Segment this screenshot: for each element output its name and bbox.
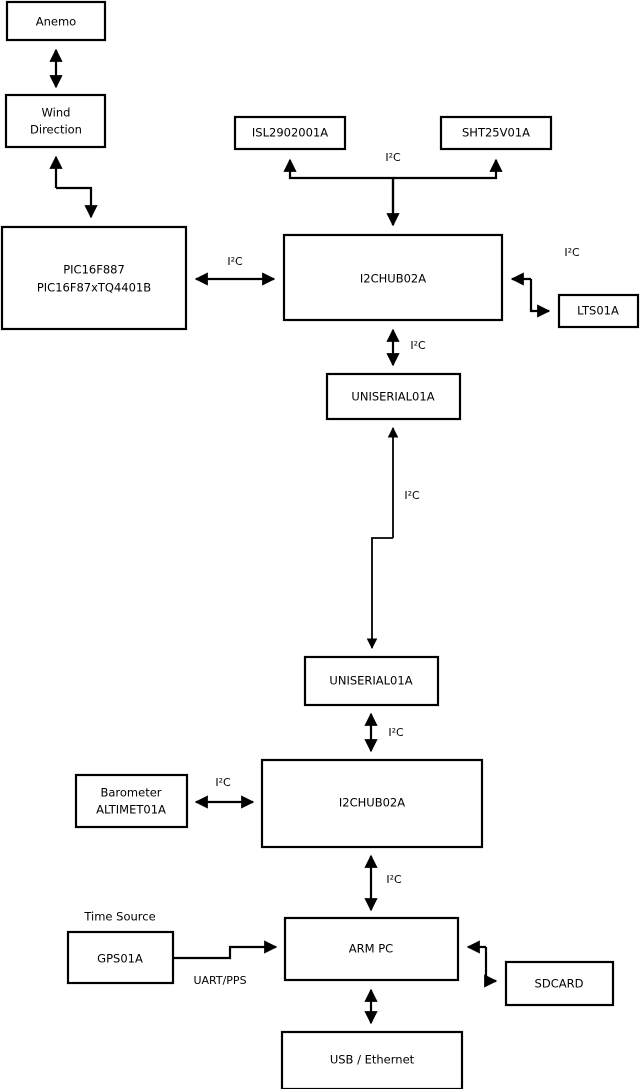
node-sht25v01a-box[interactable] [439,115,553,151]
edge-armpc-sdcard [466,940,498,988]
node-sdcard-box[interactable] [504,960,615,1007]
node-wind-direction-label-line2: Direction [30,123,82,137]
node-wind-direction[interactable]: Wind Direction [4,93,107,149]
node-sdcard-label: SDCARD [535,977,584,991]
node-i2chub02a-bottom-box[interactable] [260,758,484,849]
edge-hub-isl-sht: I²C [283,151,503,227]
edge-uniserial-down [366,537,393,650]
edge-armpc-sdcard-out [484,947,498,988]
node-anemo-label: Anemo [36,15,76,29]
node-gps01a[interactable]: GPS01A [66,930,175,985]
edge-gps-armpc-line [173,940,278,960]
node-barometer-box[interactable] [74,773,189,829]
edge-label-uniserial-uniserial: I²C [404,489,420,502]
node-uniserial01a-top-label: UNISERIAL01A [351,390,434,404]
edge-hub-lts: I²C [510,246,580,318]
node-i2chub02a-top-label: I2CHUB02A [360,272,426,286]
edge-label-pic-hub: I²C [227,255,243,268]
edge-barometer-hub2: I²C [194,776,255,809]
node-pic[interactable]: PIC16F887 PIC16F87xTQ4401B [0,225,188,331]
node-lts01a-label: LTS01A [577,304,619,318]
edge-hub2-armpc: I²C [364,854,402,912]
node-usb-ethernet[interactable]: USB / Ethernet [280,1030,464,1089]
node-gps01a-label: GPS01A [97,952,143,966]
node-sht25v01a-label: SHT25V01A [462,126,530,140]
node-isl2902001a-label: ISL2902001A [252,126,328,140]
node-isl2902001a-box[interactable] [233,115,347,151]
edge-hub-sht-branch [393,158,503,180]
edge-hub-isl-branch [283,158,395,225]
edge-label-uniserial-hub2: I²C [388,726,404,739]
node-barometer-label-line2: ALTIMET01A [96,803,166,817]
edge-label-barometer-hub2: I²C [215,776,231,789]
node-barometer-label-line1: Barometer [100,786,161,800]
node-gps01a-box[interactable] [66,930,175,985]
edge-label-hub-isl-sht: I²C [385,151,401,164]
edge-wind-pic [49,155,98,219]
edge-wind-pic-down [56,186,98,219]
node-uniserial01a-top[interactable]: UNISERIAL01A [325,372,462,421]
node-isl2902001a[interactable]: ISL2902001A [233,115,347,151]
node-uniserial01a-bottom[interactable]: UNISERIAL01A [303,655,440,707]
edge-label-hub-uniserial: I²C [410,339,426,352]
edge-uniserial-hub2: I²C [364,712,404,753]
edge-uniserial-uniserial: I²C [366,426,420,650]
node-arm-pc[interactable]: ARM PC [283,916,460,982]
edge-hub-uniserial: I²C [386,328,426,367]
node-pic-box[interactable] [0,225,188,331]
node-sdcard[interactable]: SDCARD [504,960,615,1007]
node-wind-direction-box[interactable] [4,93,107,149]
edge-label-gps-armpc: UART/PPS [193,974,246,987]
node-lts01a[interactable]: LTS01A [557,293,640,329]
label-time-source: Time Source [83,910,155,924]
edge-gps-armpc: UART/PPS [173,940,278,987]
edge-pic-hub: I²C [194,255,276,286]
node-arm-pc-label: ARM PC [349,942,393,956]
node-i2chub02a-bottom[interactable]: I2CHUB02A [260,758,484,849]
node-sht25v01a[interactable]: SHT25V01A [439,115,553,151]
edge-hub-lts-out [529,279,551,318]
node-pic-label-line1: PIC16F887 [63,263,125,277]
edge-label-hub-lts: I²C [564,246,580,259]
node-i2chub02a-top[interactable]: I2CHUB02A [282,233,504,322]
node-usb-ethernet-box[interactable] [280,1030,464,1089]
node-uniserial01a-top-box[interactable] [325,372,462,421]
node-arm-pc-box[interactable] [283,916,460,982]
node-usb-ethernet-label: USB / Ethernet [330,1053,415,1067]
edge-label-hub2-armpc: I²C [386,873,402,886]
node-wind-direction-label-line1: Wind [42,106,71,120]
node-pic-label-line2: PIC16F87xTQ4401B [37,281,151,295]
node-i2chub02a-top-box[interactable] [282,233,504,322]
node-i2chub02a-bottom-label: I2CHUB02A [339,796,405,810]
node-uniserial01a-bottom-box[interactable] [303,655,440,707]
node-barometer[interactable]: Barometer ALTIMET01A [74,773,189,829]
node-anemo-box[interactable] [5,0,107,42]
node-uniserial01a-bottom-label: UNISERIAL01A [329,674,412,688]
node-lts01a-box[interactable] [557,293,640,329]
node-anemo[interactable]: Anemo [5,0,107,42]
